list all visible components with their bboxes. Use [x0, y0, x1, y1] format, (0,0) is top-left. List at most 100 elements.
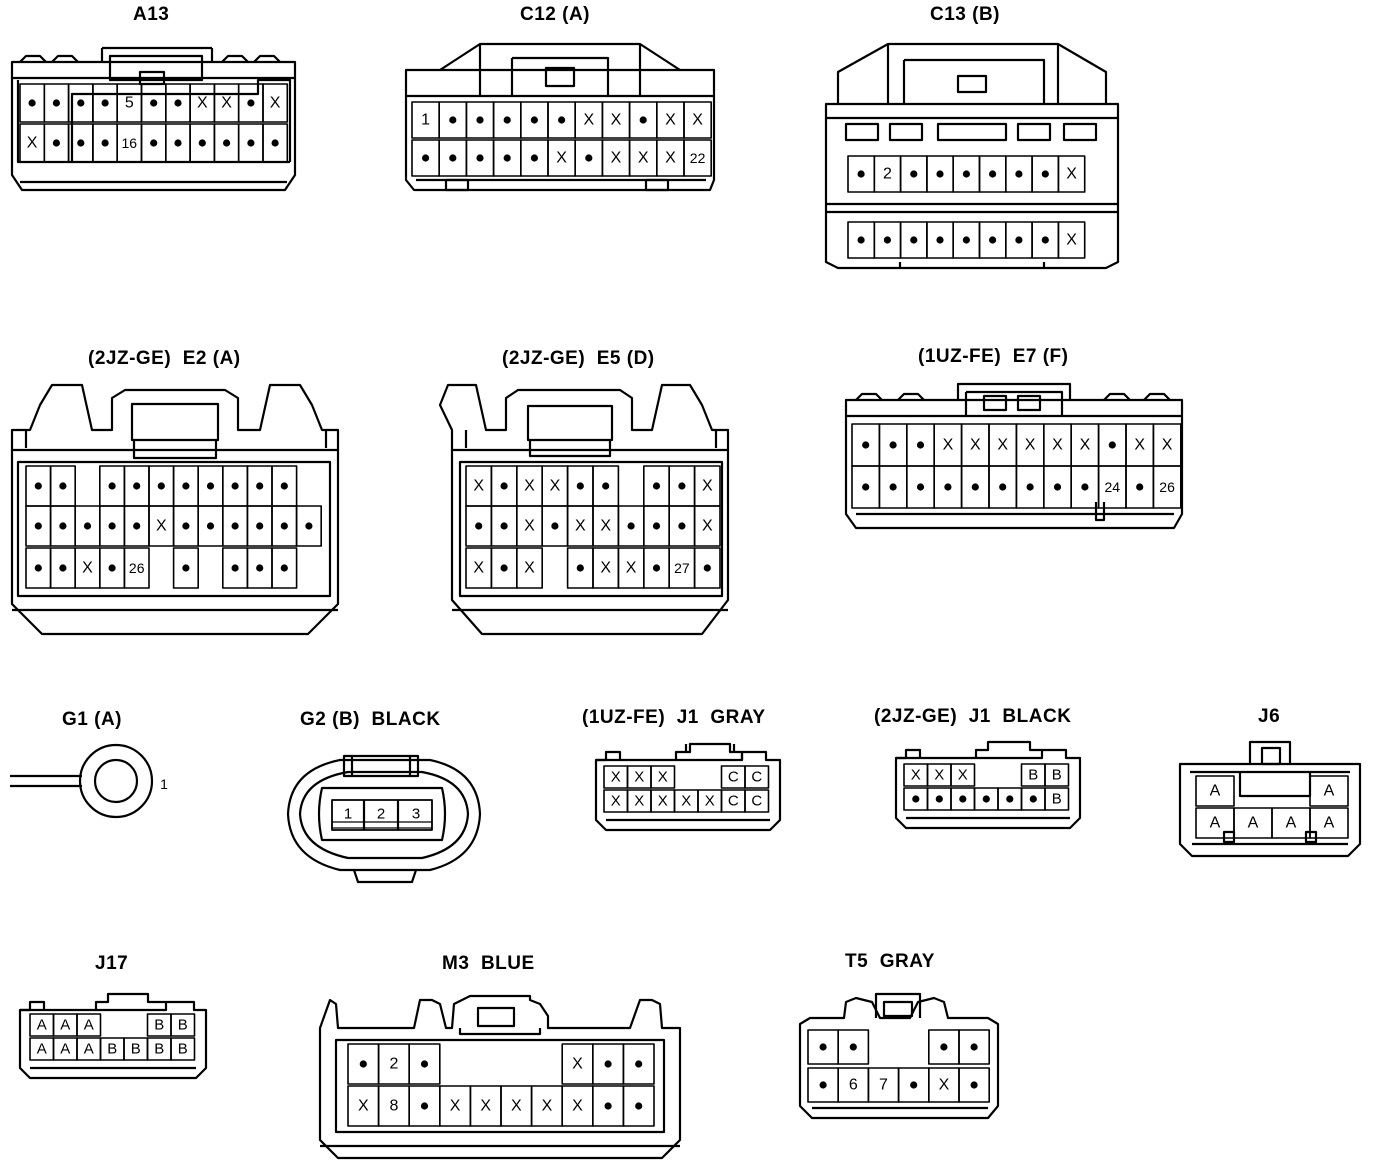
j1jz-pin-label: X [911, 767, 921, 784]
e7-pin-label: X [1080, 437, 1091, 454]
a13-title: A13 [133, 4, 170, 25]
j1jz-pin-dot [1029, 795, 1037, 803]
e2-pin-dot [59, 522, 67, 530]
a13-pin-dot [52, 99, 61, 107]
c13-pin-dot [1015, 170, 1023, 178]
a13-pin-label: X [197, 95, 208, 112]
j1uz-pin-cell [744, 765, 770, 789]
e2-pin-dot [108, 522, 116, 530]
a13-pin-label: X [270, 95, 281, 112]
connector-g2: 1 2 3 [286, 754, 482, 884]
j1jz-pin-label: B [1028, 767, 1038, 784]
m3-pin-label: X [450, 1098, 461, 1115]
c12-pin-dot [449, 116, 457, 124]
e5-pin-dot [678, 482, 686, 490]
e5-pin-label: X [524, 478, 535, 495]
e5-pin-dot [576, 564, 584, 572]
e5-pin-cell [515, 547, 543, 589]
g2-pin-label: 2 [377, 806, 385, 823]
m3-title: M3 BLUE [442, 953, 535, 974]
e2-pin-dot [182, 564, 190, 572]
m3-pin-label: 2 [389, 1056, 398, 1073]
e2-pin-dot [182, 482, 190, 490]
j1jz-pin-dot [959, 795, 967, 803]
j17-pin-label: B [107, 1041, 117, 1058]
e2-pin-dot [34, 522, 42, 530]
c13-pin-dot [857, 170, 865, 178]
j17-pin-label: B [131, 1041, 141, 1058]
c12-pin-dot [476, 116, 484, 124]
e7-pin-dot [889, 483, 897, 491]
t5-title: T5 GRAY [845, 951, 935, 972]
e5-pin-dot [652, 522, 661, 530]
a13-pin-cell [262, 123, 289, 163]
j17-pin-label: B [178, 1017, 188, 1034]
a13-pin-cell [262, 83, 289, 123]
j17-pin-cell [76, 1013, 102, 1037]
e5-pin-dot [652, 482, 661, 490]
c13-pin-dot [989, 236, 997, 244]
e7-title: (1UZ-FE) E7 (F) [918, 346, 1069, 367]
a13-pin-dot [150, 139, 158, 147]
c13-pin-dot [962, 236, 971, 244]
m3-pin-dot [635, 1102, 643, 1110]
e2-pin-dot [182, 522, 190, 530]
j6-pin-label: A [1286, 815, 1297, 832]
a13-pin-dot [77, 99, 85, 107]
e5-pin-label: X [473, 560, 484, 577]
e5-pin-label: X [702, 478, 713, 495]
c12-pin-label: X [638, 150, 649, 167]
m3-pin-dot [635, 1060, 643, 1068]
a13-pin-dot [247, 99, 255, 107]
e2-pin-dot [280, 522, 288, 530]
a13-pin-label: X [221, 95, 232, 112]
e7-pin-label: X [1134, 437, 1145, 454]
j1uz-pin-label: X [611, 793, 621, 810]
e7-pin-label: X [943, 437, 954, 454]
j17-pin-label: A [60, 1017, 70, 1034]
j1uz-pin-label: C [751, 793, 762, 810]
connector-g1: 1 [10, 743, 168, 819]
j6-pin-cell [1309, 807, 1349, 839]
e7-pin-label: 24 [1105, 479, 1121, 495]
e2-pin-dot [256, 564, 264, 572]
e2-pin-dot [256, 482, 264, 490]
t5-pin-dot [970, 1081, 978, 1089]
m3-pin-dot [420, 1060, 429, 1068]
g2-title: G2 (B) BLACK [300, 709, 441, 730]
m3-pin-label: X [542, 1098, 553, 1115]
e2-pin-cell [172, 547, 200, 589]
g1-title: G1 (A) [62, 709, 122, 730]
j1jz-title: (2JZ-GE) J1 BLACK [874, 706, 1072, 727]
e2-pin-label: 26 [129, 560, 145, 576]
g2-pin-label: 3 [412, 806, 420, 823]
j1jz-pin-label: X [958, 767, 968, 784]
j6-pin-label: A [1210, 815, 1221, 832]
c13-pin-dot [910, 236, 918, 244]
j17-pin-label: B [154, 1017, 164, 1034]
j1jz-pin-label: B [1052, 767, 1062, 784]
c13-pin-cell [1057, 155, 1086, 193]
c13-pin-dot [1041, 236, 1049, 244]
j6-pin-label: A [1324, 815, 1335, 832]
j1uz-pin-label: X [634, 769, 644, 786]
e5-pin-dot [602, 482, 610, 490]
j1uz-pin-label: C [751, 769, 762, 786]
e2-pin-dot [256, 522, 264, 530]
t5-pin-dot [819, 1043, 827, 1051]
e5-pin-dot [652, 564, 661, 572]
j1uz-pin-label: X [611, 769, 621, 786]
e5-pin-dot [500, 564, 508, 572]
c13-pin-dot [936, 170, 944, 178]
